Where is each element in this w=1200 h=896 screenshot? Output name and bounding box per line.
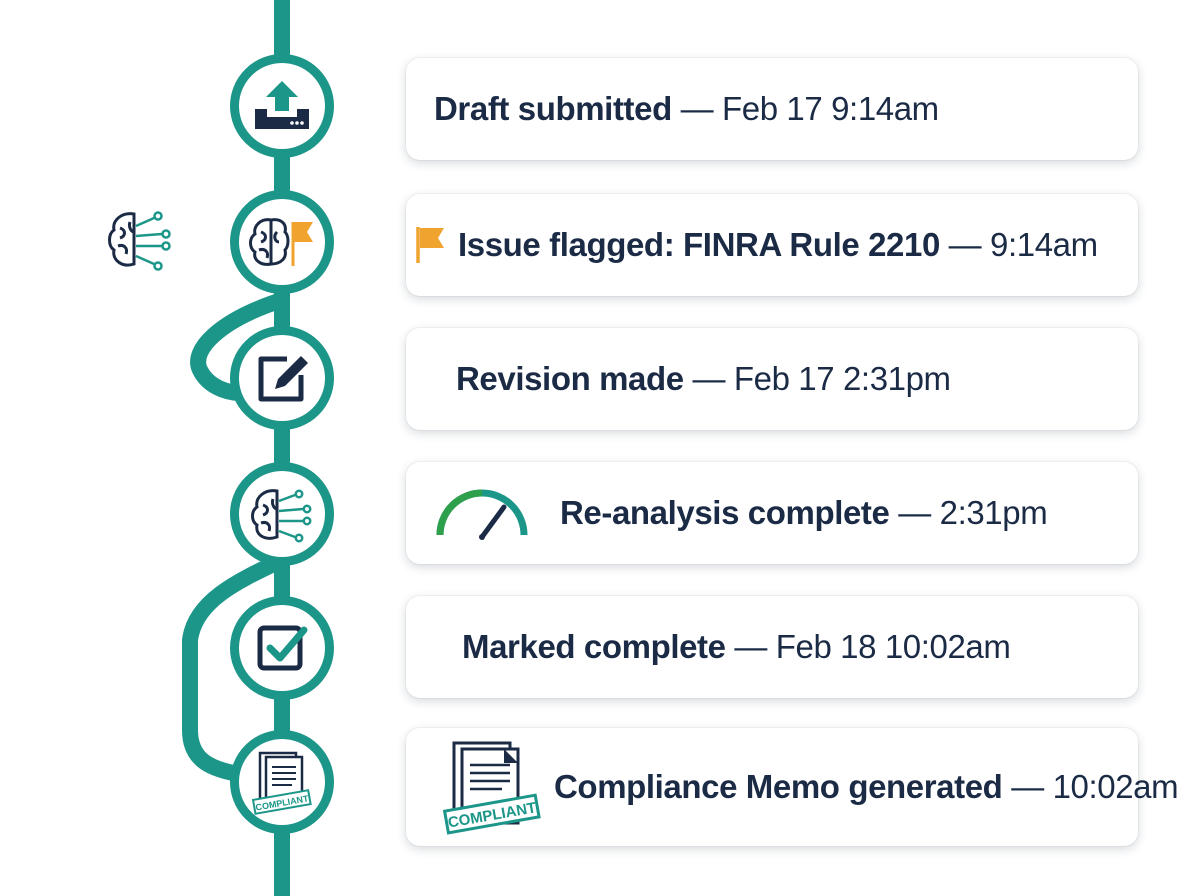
node-draft-submitted (230, 54, 334, 158)
event-separator: — (725, 628, 776, 665)
node-revision-made (230, 326, 334, 430)
edit-pencil-icon (258, 356, 308, 402)
event-time: 2:31pm (939, 494, 1048, 531)
event-separator: — (671, 90, 722, 127)
checkbox-icon (257, 625, 308, 671)
event-card-draft-submitted: Draft submitted — Feb 17 9:14am (406, 58, 1138, 160)
event-separator: — (683, 360, 734, 397)
event-time: Feb 17 2:31pm (733, 360, 951, 397)
event-time: Feb 17 9:14am (721, 90, 939, 127)
node-issue-flagged (230, 190, 334, 294)
event-title: Draft submitted (434, 90, 672, 127)
event-time: 9:14am (990, 226, 1098, 263)
event-text: Compliance Memo generated — 10:02am (554, 768, 1179, 806)
event-card-revision-made: Revision made — Feb 17 2:31pm (406, 328, 1138, 430)
event-text: Re-analysis complete — 2:31pm (560, 494, 1048, 532)
flag-icon (414, 225, 448, 265)
event-card-marked-complete: Marked complete — Feb 18 10:02am (406, 596, 1138, 698)
event-card-reanalysis: Re-analysis complete — 2:31pm (406, 462, 1138, 564)
brain-flag-icon (249, 218, 313, 266)
event-separator: — (889, 494, 940, 531)
compliant-document-icon: COMPLIANT (251, 751, 312, 815)
event-title: Compliance Memo generated (554, 768, 1003, 805)
event-time: 10:02am (1052, 768, 1179, 805)
event-text: Revision made — Feb 17 2:31pm (456, 360, 951, 398)
event-title: Re-analysis complete (560, 494, 890, 531)
brain-circuit-icon (104, 206, 176, 279)
event-text: Issue flagged: FINRA Rule 2210 — 9:14am (458, 226, 1098, 264)
node-reanalysis (230, 462, 334, 566)
compliant-document-icon: COMPLIANT (440, 735, 544, 839)
event-title: Issue flagged: FINRA Rule 2210 (458, 226, 940, 263)
brain-circuit-icon (251, 489, 312, 543)
node-marked-complete (230, 596, 334, 700)
event-separator: — (939, 226, 991, 263)
event-text: Marked complete — Feb 18 10:02am (462, 628, 1011, 666)
event-text: Draft submitted — Feb 17 9:14am (434, 90, 939, 128)
event-title: Marked complete (462, 628, 726, 665)
event-separator: — (1002, 768, 1053, 805)
node-compliance-memo: COMPLIANT (230, 730, 334, 834)
event-time: Feb 18 10:02am (775, 628, 1011, 665)
event-title: Revision made (456, 360, 684, 397)
event-card-compliance-memo: COMPLIANT Compliance Memo generated — 10… (406, 728, 1179, 846)
upload-tray-icon (255, 81, 309, 129)
gauge-icon (432, 485, 532, 541)
event-card-issue-flagged: Issue flagged: FINRA Rule 2210 — 9:14am (406, 194, 1138, 296)
